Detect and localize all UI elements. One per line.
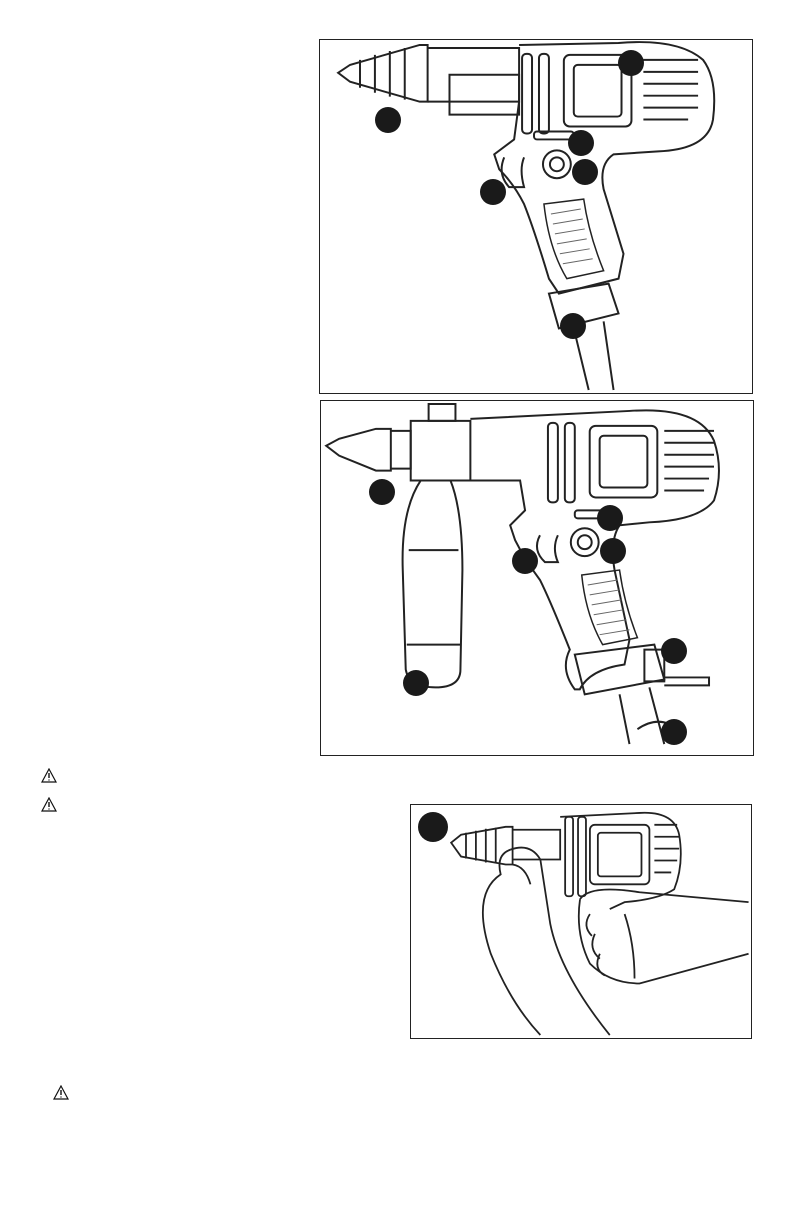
drill-handle-illustration (321, 401, 753, 755)
callout-3 (600, 538, 626, 564)
callout-6 (560, 313, 586, 339)
callout-4 (572, 159, 598, 185)
callout-2 (597, 505, 623, 531)
hands-drill-illustration (411, 805, 751, 1038)
callout-1 (369, 479, 395, 505)
figure-drill-with-side-handle (320, 400, 754, 756)
callout-5 (661, 638, 687, 664)
callout-5 (480, 179, 506, 205)
callout-a (418, 812, 448, 842)
callout-1 (618, 50, 644, 76)
drill-illustration (320, 40, 752, 393)
callout-2 (375, 107, 401, 133)
callout-6 (403, 670, 429, 696)
warning-triangle-icon (53, 1085, 69, 1100)
figure-drill-side-view (319, 39, 753, 394)
figure-hands-holding-drill (410, 804, 752, 1039)
warning-triangle-icon (41, 768, 57, 783)
callout-4 (512, 548, 538, 574)
callout-7 (661, 719, 687, 745)
callout-3 (568, 130, 594, 156)
warning-triangle-icon (41, 797, 57, 812)
